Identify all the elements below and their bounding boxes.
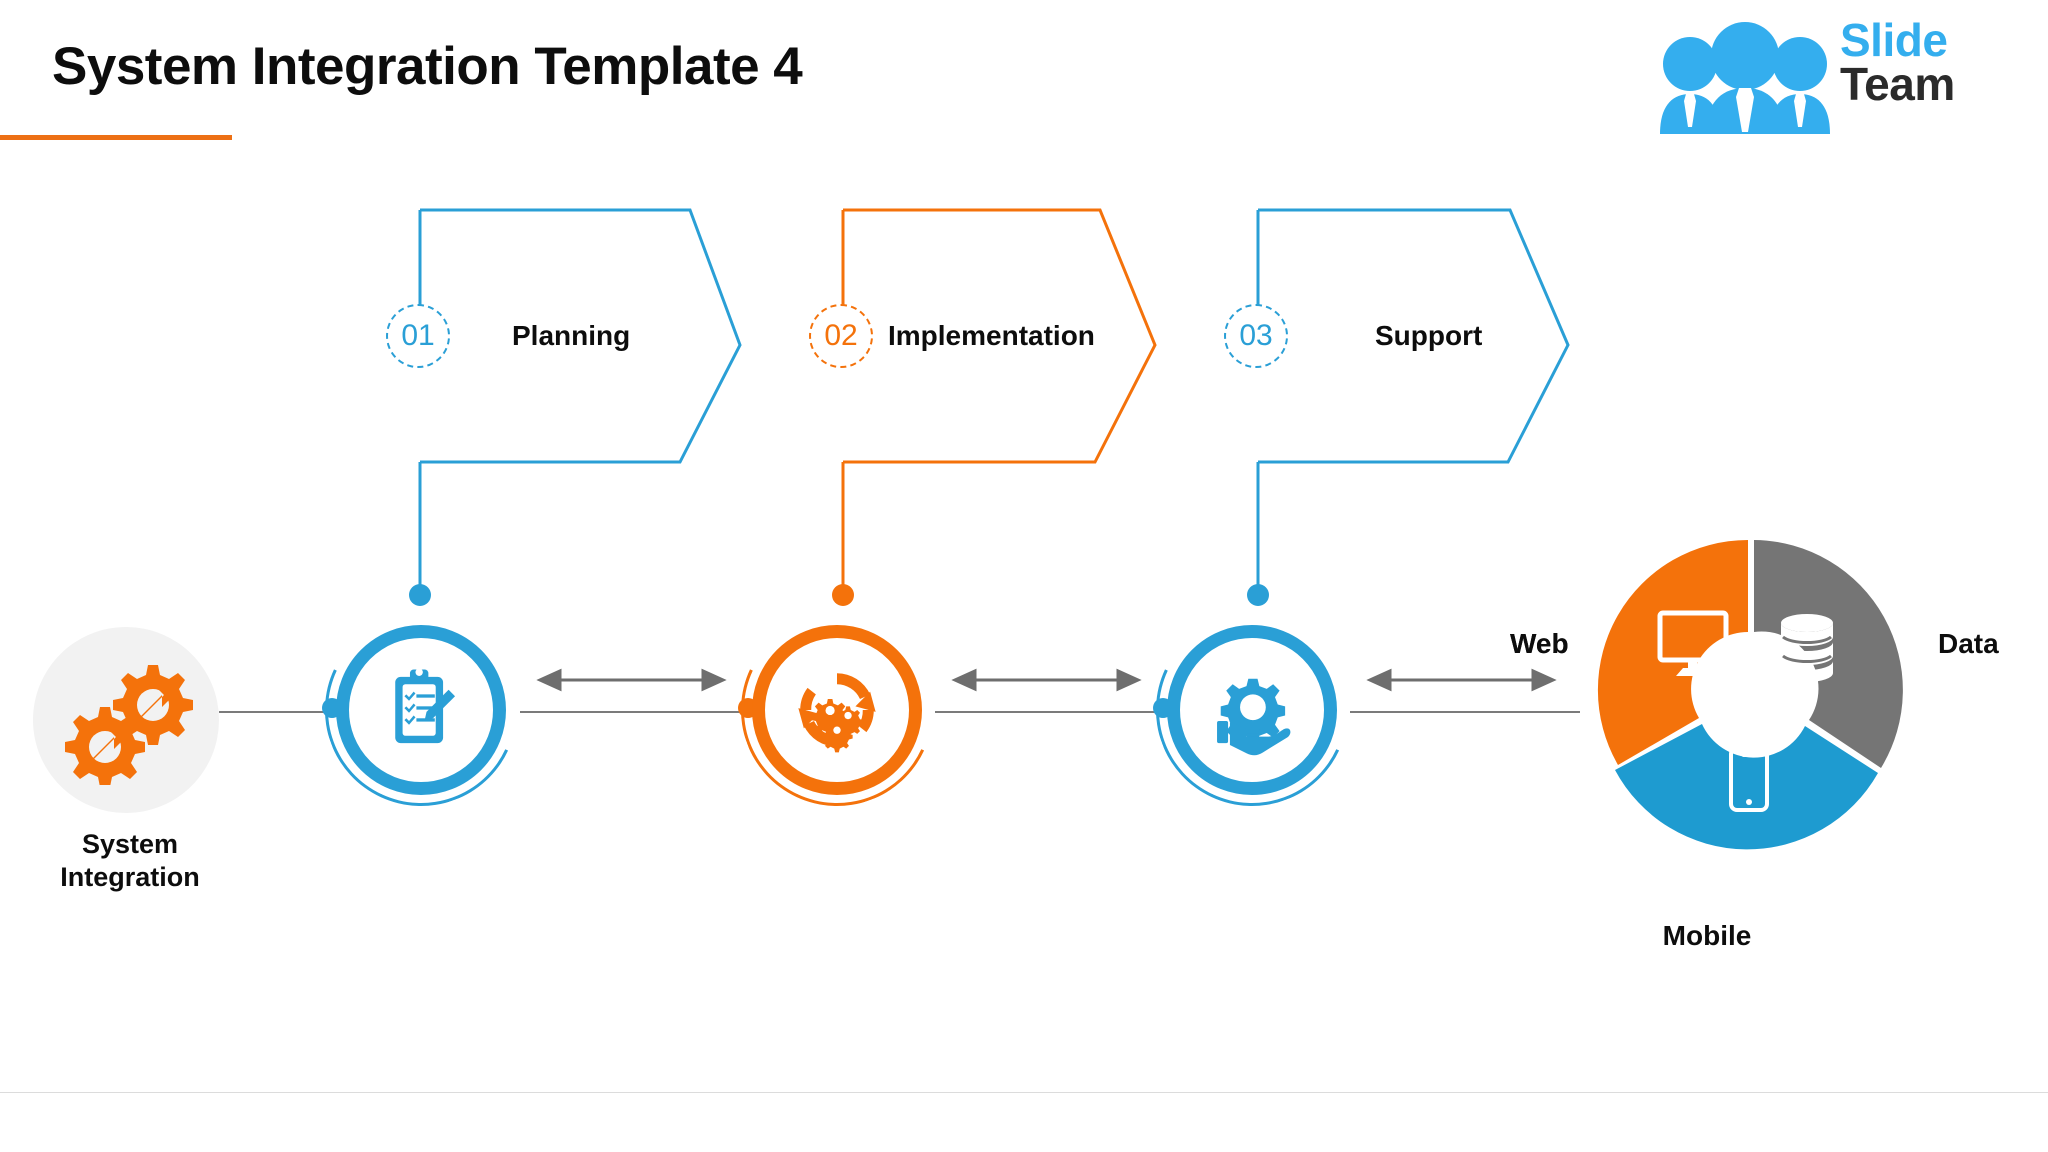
bidirectional-arrows [536, 668, 1557, 692]
two-gears-arrows-icon [65, 665, 193, 785]
banner-step-2[interactable]: 02 Implementation [415, 200, 1095, 470]
donut-slice-mobile[interactable] [1615, 724, 1878, 850]
donut-slice-web[interactable] [1597, 540, 1748, 765]
donut-label-mobile: Mobile [1662, 920, 1752, 951]
hand-holding-gear-icon [1217, 678, 1291, 756]
banner-step-3[interactable]: 03 Support [830, 200, 1482, 470]
gears-refresh-cycle-icon [798, 673, 876, 753]
source-node-label: System Integration [0, 828, 260, 894]
page-title: System Integration Template 4 [52, 37, 803, 96]
connector-label-web: Web [1510, 628, 1569, 659]
step-label-3: Support [1375, 320, 1483, 351]
process-node-planning[interactable] [297, 586, 545, 834]
footer-divider [0, 1092, 2048, 1093]
banner-step-1[interactable]: 01 Planning [0, 200, 630, 470]
donut-label-web: Web [1510, 628, 1569, 659]
logo-word-slide: Slide [1840, 14, 1948, 66]
source-node-system-integration[interactable] [33, 627, 219, 813]
people-group-icon [1650, 22, 1840, 134]
slideteam-logo: Slide Team [1650, 16, 2010, 136]
step-number-badge-1: 01 [386, 304, 450, 368]
process-node-support[interactable] [1128, 586, 1376, 834]
step-number-badge-3: 03 [1224, 304, 1288, 368]
donut-label-data: Data [1938, 628, 1999, 659]
title-accent-rule [0, 135, 232, 140]
source-label-line-2: Integration [60, 861, 200, 892]
step-label-1: Planning [512, 320, 631, 351]
clipboard-checklist-pencil-icon [395, 668, 456, 744]
process-node-implementation[interactable] [713, 586, 961, 834]
logo-word-team: Team [1840, 58, 1955, 111]
smartphone-icon [1729, 746, 1769, 812]
step-number-badge-2: 02 [809, 304, 873, 368]
step-label-2: Implementation [888, 320, 1095, 351]
source-label-line-1: System [81, 829, 179, 859]
logo-wordmark: Slide Team [1840, 14, 2010, 111]
donut-chart[interactable] [1578, 520, 1918, 860]
